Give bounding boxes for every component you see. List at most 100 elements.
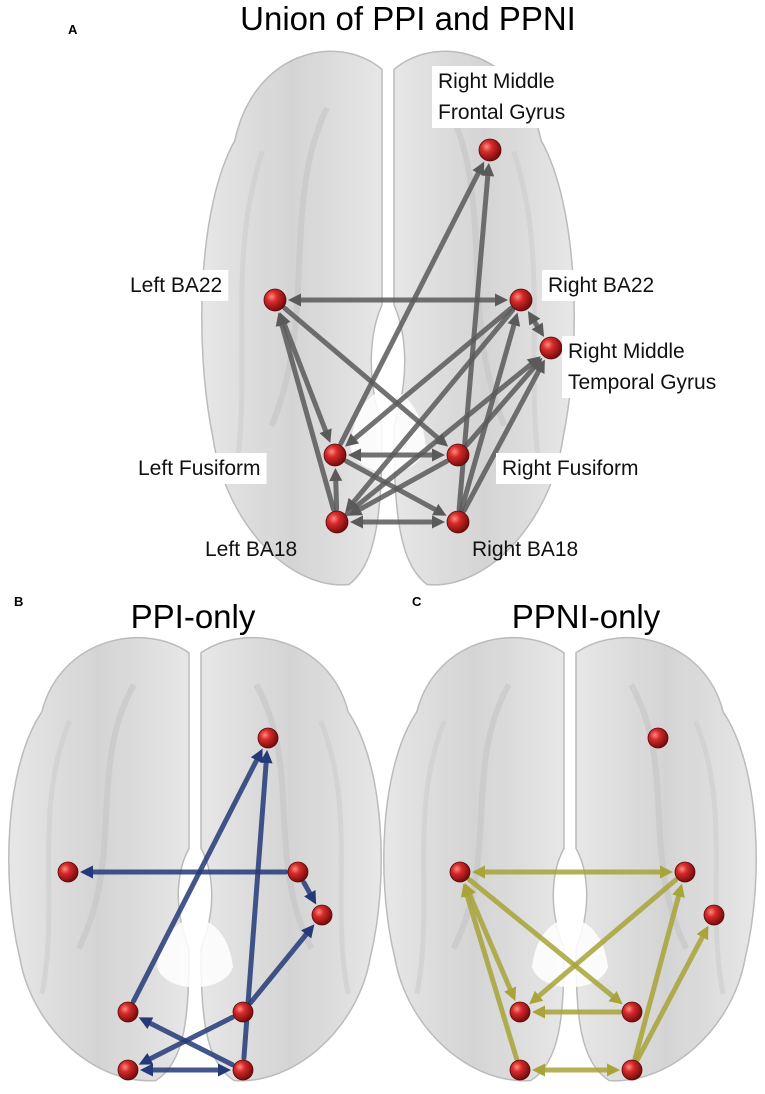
edge-line xyxy=(130,755,261,1004)
node-rba22 xyxy=(674,861,696,883)
edge-lba22-rfus xyxy=(466,877,623,1005)
midline-gap xyxy=(157,918,233,988)
edge-line xyxy=(280,319,330,436)
node-lba18 xyxy=(509,1059,531,1081)
connections xyxy=(80,748,317,1077)
panel-letter-a: A xyxy=(68,22,78,37)
edge-line xyxy=(333,475,340,512)
arrowhead xyxy=(304,890,317,905)
arrowhead xyxy=(348,448,361,462)
edge-line xyxy=(632,891,682,1061)
edge-line xyxy=(343,458,440,514)
arrowhead xyxy=(301,924,315,939)
arrowhead xyxy=(432,448,445,462)
arrowhead xyxy=(350,515,363,529)
arrowhead xyxy=(527,311,541,326)
gyrus-shading xyxy=(232,150,265,481)
arrowhead xyxy=(529,990,544,1005)
edge-rba18-rmtg xyxy=(635,925,709,1062)
edge-rba22-lfus xyxy=(529,877,679,1005)
gyrus-shading xyxy=(318,720,351,995)
panel-title-a: Union of PPI and PPNI xyxy=(240,0,576,37)
label-background xyxy=(496,453,645,484)
label-text-lba18: Left BA18 xyxy=(205,538,297,561)
node-lba22 xyxy=(263,288,287,312)
right-hemisphere xyxy=(200,637,382,1082)
label-rba18: Right BA18 xyxy=(472,538,578,561)
edge-line xyxy=(635,932,707,1062)
edge-line xyxy=(464,363,539,448)
arrowhead xyxy=(481,162,495,177)
arrowhead xyxy=(696,925,709,941)
arrowhead xyxy=(532,1005,545,1019)
arrowhead xyxy=(345,497,359,512)
edge-line xyxy=(338,168,482,446)
gyrus-shading xyxy=(268,106,330,427)
arrowhead xyxy=(80,865,93,879)
arrowhead xyxy=(531,322,545,337)
edge-rba18-lfus xyxy=(138,1017,235,1068)
edge-lba22-rba22 xyxy=(288,293,508,307)
edge-line xyxy=(466,877,618,1001)
node-lba22 xyxy=(57,861,79,883)
node-rba18 xyxy=(621,1059,643,1081)
edge-rfus-lfus xyxy=(532,1005,623,1019)
arrowhead xyxy=(432,503,447,516)
arrowhead xyxy=(138,1017,154,1030)
edge-lba18-lba22 xyxy=(461,883,520,1062)
edge-rba22-lfus xyxy=(344,305,514,447)
node-rfus xyxy=(446,443,470,467)
edge-line xyxy=(354,458,450,514)
node-rba18 xyxy=(446,510,470,534)
connections xyxy=(275,161,545,529)
brain-outline xyxy=(8,637,382,1082)
arrowhead xyxy=(607,1063,620,1077)
label-background xyxy=(542,270,661,301)
edge-rba22-lba18 xyxy=(345,307,516,512)
node-rfus xyxy=(232,1001,254,1023)
arrowhead xyxy=(275,312,289,327)
node-lba22 xyxy=(449,861,471,883)
panel-letter-c: C xyxy=(412,594,422,609)
edge-lba22-rba22 xyxy=(472,865,673,879)
edge-line xyxy=(459,320,518,512)
edge-lfus-rmfg xyxy=(130,748,263,1004)
edge-line xyxy=(349,307,516,507)
label-background xyxy=(432,66,572,128)
arrowhead xyxy=(472,161,485,177)
left-hemisphere xyxy=(8,637,190,1082)
edge-lba18-rba18 xyxy=(140,1063,231,1077)
edge-line xyxy=(534,877,679,1001)
gyrus-shading xyxy=(414,720,447,995)
label-lba18: Left BA18 xyxy=(205,538,297,561)
panel-title-b: PPI-only xyxy=(131,598,256,635)
midline-gap xyxy=(532,918,608,988)
node-rfus xyxy=(621,1001,643,1023)
edge-rba18-rba22 xyxy=(632,883,685,1061)
right-hemisphere xyxy=(393,50,575,586)
arrowhead xyxy=(504,986,517,1001)
edge-rba22-lba22 xyxy=(80,865,289,879)
arrowhead xyxy=(138,1052,154,1065)
nodes xyxy=(263,138,563,534)
arrowhead xyxy=(288,293,301,307)
edge-line xyxy=(463,890,520,1062)
arrowhead xyxy=(660,865,673,879)
arrowhead xyxy=(259,749,273,764)
edge-lba18-rba18 xyxy=(532,1063,620,1077)
gyrus-shading xyxy=(75,683,137,950)
edge-line xyxy=(278,320,337,512)
edge-rfus-rmtg xyxy=(248,924,315,1006)
connections xyxy=(461,865,709,1077)
node-rba22 xyxy=(509,288,533,312)
nodes xyxy=(449,727,725,1081)
edge-line xyxy=(344,360,536,517)
arrowhead xyxy=(495,293,508,307)
label-text-rfus: Right Fusiform xyxy=(502,457,639,480)
edge-line xyxy=(466,890,514,994)
edge-line xyxy=(145,1014,235,1063)
